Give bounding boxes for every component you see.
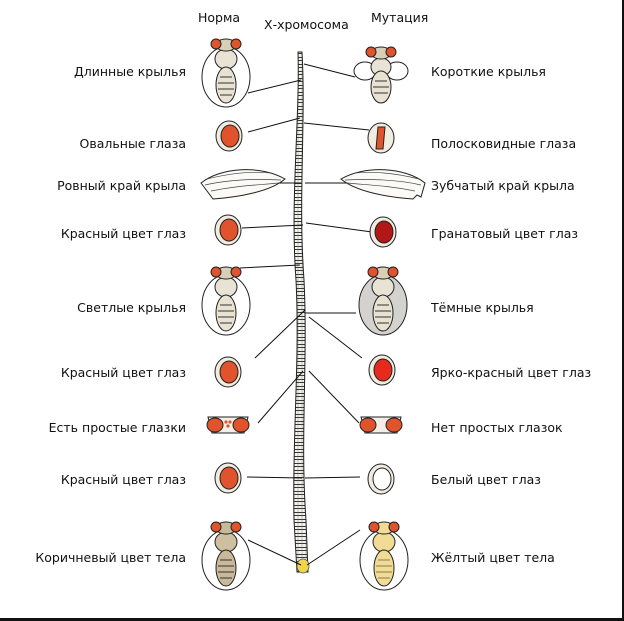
eye-icon (214, 356, 242, 388)
trait-mutant-2: Полосковидные глаза (431, 136, 577, 151)
trait-normal-1: Длинные крылья (74, 64, 186, 79)
trait-normal-7: Есть простые глазки (48, 420, 186, 435)
bar-eye-icon (367, 122, 395, 154)
trait-mutant-1: Короткие крылья (431, 64, 546, 79)
trait-normal-3: Ровный край крыла (57, 178, 186, 193)
header-chromosome: Х-хромосома (264, 17, 349, 32)
connector-lines (239, 63, 373, 566)
trait-normal-2: Овальные глаза (79, 136, 186, 151)
dark-wing-fly-icon (358, 266, 408, 336)
trait-mutant-8: Белый цвет глаз (431, 472, 541, 487)
trait-normal-8: Красный цвет глаз (60, 472, 186, 487)
normal-fly-brown-body (201, 521, 251, 591)
trait-mutant-3: Зубчатый край крыла (431, 178, 575, 193)
wing-icon (200, 169, 286, 200)
eye-icon (215, 120, 243, 152)
trait-normal-6: Красный цвет глаз (60, 365, 186, 380)
head-icon (206, 416, 250, 434)
trait-normal-9: Коричневый цвет тела (35, 550, 186, 565)
eye-icon (214, 214, 242, 246)
header-mutation: Мутация (371, 10, 429, 25)
yellow-body-fly-icon (359, 521, 409, 591)
garnet-eye-icon (369, 216, 397, 248)
trait-mutant-7: Нет простых глазок (431, 420, 563, 435)
head-icon (359, 416, 403, 434)
header-norm: Норма (198, 10, 241, 25)
trait-normal-5: Светлые крылья (77, 300, 186, 315)
bright-red-eye-icon (368, 354, 396, 386)
trait-mutant-5: Тёмные крылья (431, 300, 534, 315)
trait-mutant-4: Гранатовый цвет глаз (431, 226, 578, 241)
trait-normal-4: Красный цвет глаз (60, 226, 186, 241)
x-chromosome (293, 51, 310, 574)
trait-mutant-9: Жёлтый цвет тела (431, 550, 555, 565)
trait-mutant-6: Ярко-красный цвет глаз (431, 365, 592, 380)
eye-icon (214, 462, 242, 494)
normal-fly-light-wings (201, 266, 251, 336)
normal-fly-long-wings (201, 38, 251, 108)
short-wing-fly-icon (353, 46, 409, 104)
notched-wing-icon (340, 169, 426, 200)
white-eye-icon (367, 463, 395, 495)
